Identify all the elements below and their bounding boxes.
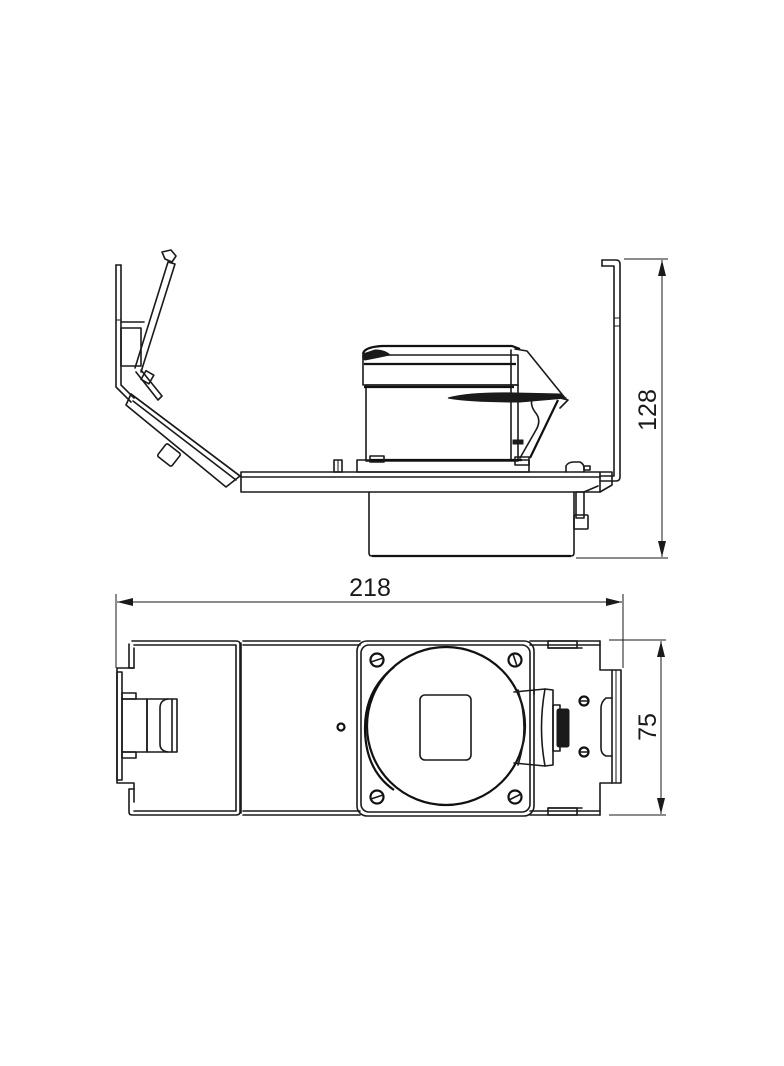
dimension-width-label: 75 — [634, 713, 662, 741]
left-hinge-section — [116, 640, 241, 816]
dimension-width: 75 — [609, 639, 666, 816]
socket-label-window — [419, 694, 472, 761]
screw-icon — [578, 746, 590, 758]
screw-hole-icon — [336, 722, 346, 732]
cover-latch — [513, 688, 570, 767]
screw-icon — [507, 789, 523, 805]
right-end — [599, 640, 622, 816]
edge-clips — [547, 640, 583, 816]
side-view: 128 — [115, 249, 668, 559]
socket-cover — [363, 645, 527, 807]
dimension-height-label: 128 — [634, 389, 662, 431]
lower-housing — [368, 491, 575, 558]
middle-panel — [240, 640, 361, 816]
corner-screws — [369, 652, 523, 805]
small-screws — [578, 695, 590, 758]
right-clip — [573, 485, 599, 530]
socket-flip-cover — [447, 392, 569, 459]
screw-icon — [578, 695, 590, 707]
left-hinge-frame — [115, 264, 145, 403]
base-plate — [240, 471, 613, 493]
right-bracket — [599, 259, 621, 482]
screw-icon — [369, 652, 385, 668]
dimension-length-label: 218 — [349, 574, 391, 602]
top-view: 218 — [115, 574, 666, 817]
screw-icon — [369, 789, 385, 805]
plate-fixing — [565, 461, 591, 473]
dimension-length: 218 — [115, 574, 624, 668]
screw-icon — [507, 652, 523, 668]
lid-arm — [134, 249, 177, 401]
tilted-cover-plate — [125, 393, 241, 488]
socket-body — [333, 344, 566, 473]
dimension-height: 128 — [576, 258, 668, 559]
